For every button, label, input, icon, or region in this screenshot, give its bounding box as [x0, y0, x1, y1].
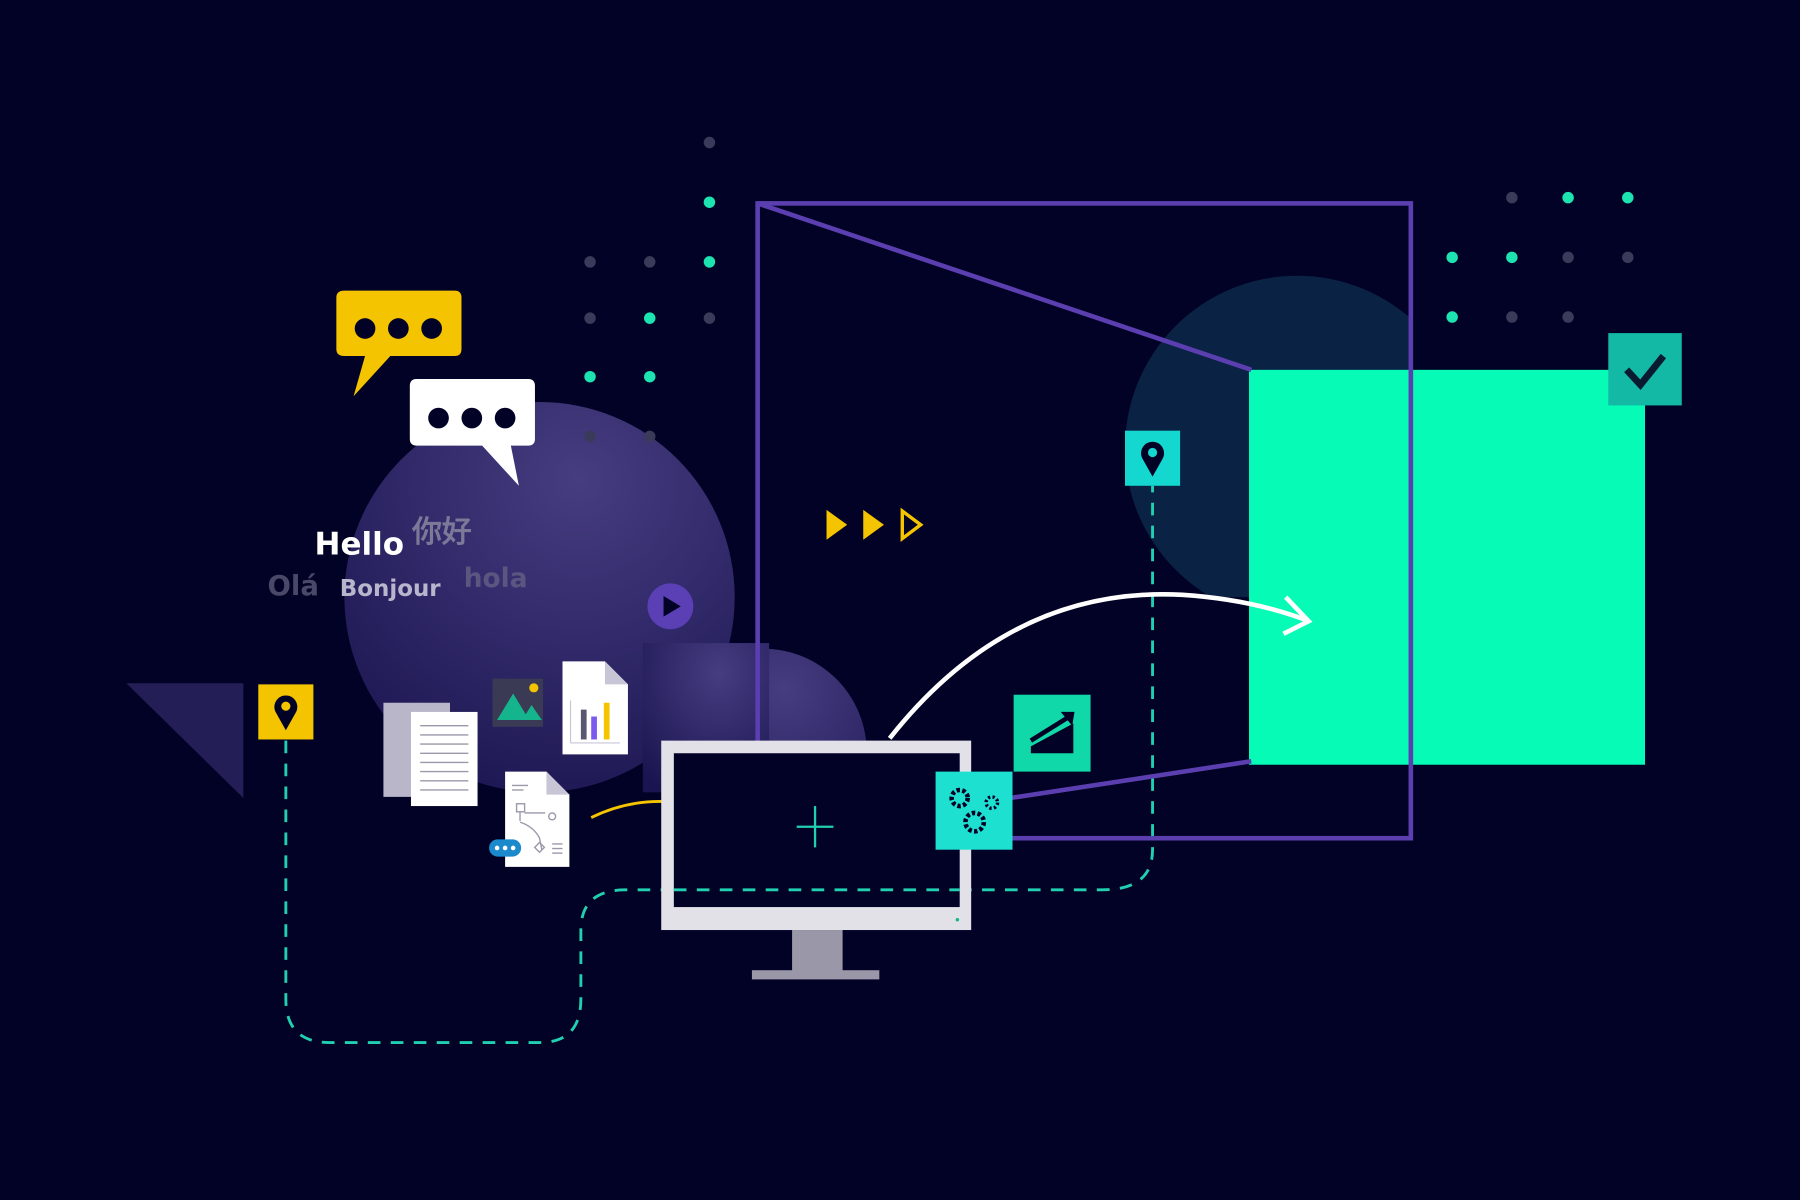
location-pin-teal-icon: [1125, 430, 1181, 486]
greeting-chinese: 你好: [411, 515, 472, 550]
greeting-portuguese: Olá: [267, 570, 318, 602]
dashed-path-left: [284, 485, 1154, 1044]
location-pin-yellow-icon: [258, 684, 314, 740]
greeting-spanish: hola: [464, 563, 528, 594]
chat-bubble-white-icon: [409, 379, 535, 486]
gears-icon: [935, 771, 1013, 850]
text-documents-icon: [383, 702, 478, 807]
greeting-hello: Hello: [315, 527, 404, 563]
dot-grid-left: [584, 136, 716, 443]
green-panel: [1248, 369, 1646, 765]
crosshair-icon: [796, 806, 834, 848]
check-box: [1608, 333, 1682, 406]
greeting-french: Bonjour: [340, 576, 442, 602]
forward-arrows-icon: [826, 507, 924, 543]
play-button[interactable]: [647, 583, 694, 630]
chat-bubble-yellow-icon: [336, 290, 462, 397]
check-icon: [1624, 353, 1667, 391]
purple-frame: [755, 201, 1414, 841]
growth-chart-icon: [1013, 694, 1091, 772]
dot-grid-right: [1446, 191, 1634, 323]
image-icon: [492, 678, 543, 727]
chart-document-icon: [562, 661, 628, 755]
white-arc-arrow-icon: [887, 592, 1313, 740]
monitor-icon: [661, 740, 972, 980]
play-icon: [663, 595, 681, 617]
dark-triangle: [126, 683, 244, 799]
